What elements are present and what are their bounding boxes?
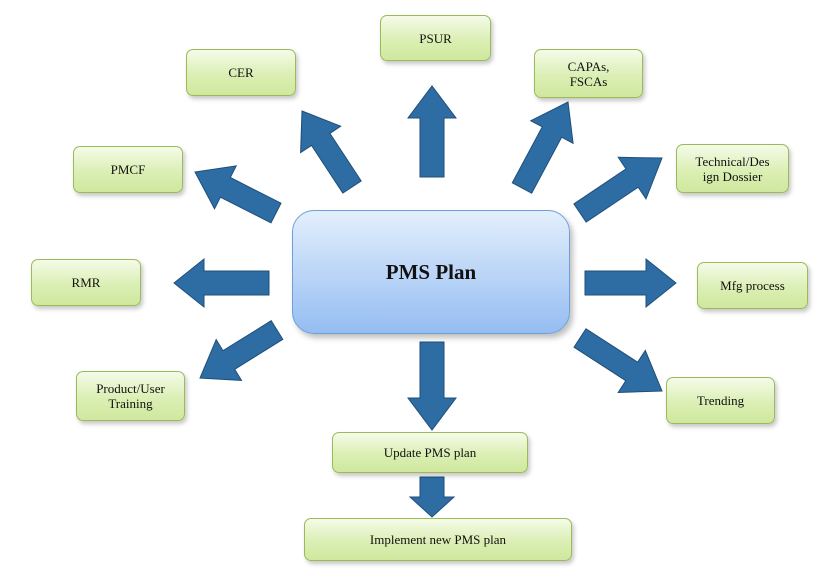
product-user-training-node: Product/User Training — [76, 371, 185, 421]
implement-new-pms-plan-label: Implement new PMS plan — [369, 532, 507, 547]
pmcf-label: PMCF — [110, 162, 146, 177]
pmcf-node: PMCF — [73, 146, 183, 193]
arrow-to-cer — [300, 110, 362, 194]
arrow-to-technical — [573, 156, 663, 223]
capas-fscas-node: CAPAs, FSCAs — [534, 49, 643, 98]
trending-label: Trending — [696, 393, 745, 408]
arrow-to-training — [199, 320, 284, 381]
update-pms-plan-node: Update PMS plan — [332, 432, 528, 473]
product-user-training-label: Product/User Training — [96, 381, 165, 411]
mfg-process-node: Mfg process — [697, 262, 808, 309]
cer-node: CER — [186, 49, 296, 96]
arrow-to-mfg — [584, 257, 677, 309]
implement-new-pms-plan-node: Implement new PMS plan — [304, 518, 572, 561]
arrow-to-update — [407, 341, 457, 431]
psur-node: PSUR — [380, 15, 491, 61]
arrow-to-psur — [407, 85, 457, 178]
psur-label: PSUR — [419, 30, 452, 46]
trending-node: Trending — [666, 377, 775, 424]
pms-plan-node: PMS Plan — [292, 210, 570, 334]
cer-label: CER — [228, 65, 254, 80]
arrow-to-capas — [511, 101, 574, 194]
arrow-to-implement — [408, 476, 456, 518]
pms-plan-label: PMS Plan — [385, 259, 477, 284]
update-pms-plan-label: Update PMS plan — [383, 445, 477, 460]
arrow-to-trending — [573, 328, 663, 394]
arrow-to-rmr — [173, 257, 270, 309]
mfg-process-label: Mfg process — [720, 278, 785, 293]
arrow-to-pmcf — [194, 165, 282, 224]
technical-design-dossier-label: Technical/Des ign Dossier — [695, 153, 770, 184]
technical-design-dossier-node: Technical/Des ign Dossier — [676, 144, 789, 193]
rmr-node: RMR — [31, 259, 141, 306]
capas-fscas-label: CAPAs, FSCAs — [567, 58, 610, 89]
rmr-label: RMR — [71, 275, 101, 290]
